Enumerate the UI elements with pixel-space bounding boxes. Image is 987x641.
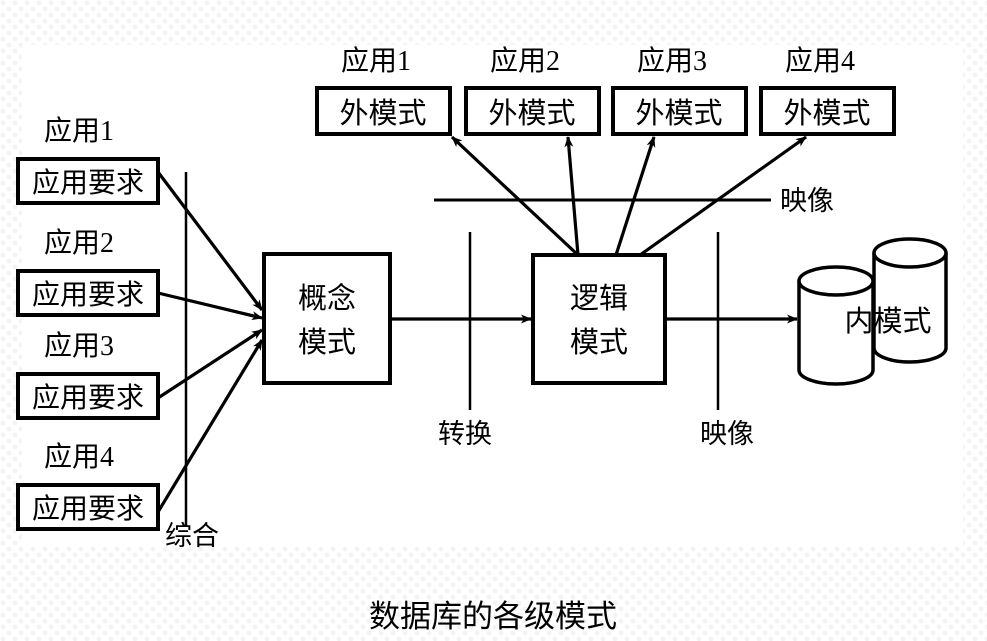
- internal-schema-cylinder-front-top: [797, 265, 875, 297]
- figure-caption: 数据库的各级模式: [369, 599, 617, 634]
- requirement-box-label-2: 应用要求: [32, 279, 144, 311]
- external-schema-label-1: 外模式: [339, 97, 426, 130]
- top-mapping-label: 映像: [780, 186, 834, 216]
- external-schema-label-2: 外模式: [488, 97, 575, 130]
- conversion-label: 转换: [438, 419, 492, 449]
- requirement-box-label-1: 应用要求: [32, 167, 144, 199]
- left-application-group-2: 应用2 应用要求: [16, 227, 160, 317]
- external-schema-group-3: 应用3 外模式: [611, 45, 748, 136]
- bottom-mapping-label: 映像: [700, 419, 754, 449]
- requirement-box-4[interactable]: [16, 483, 160, 531]
- logical-schema-label-line1: 逻辑: [570, 282, 628, 315]
- logical-schema-box[interactable]: [531, 253, 667, 385]
- internal-schema-cylinder-back: [872, 253, 948, 364]
- left-app-label-2: 应用2: [44, 227, 114, 259]
- arrow-requirement-1-to-conceptual: [156, 171, 264, 311]
- left-application-group-1: 应用1 应用要求: [16, 115, 160, 205]
- top-app-label-1: 应用1: [341, 45, 411, 77]
- requirement-box-2[interactable]: [16, 269, 160, 317]
- requirement-box-3[interactable]: [16, 372, 160, 420]
- conceptual-schema-label-line1: 概念: [298, 282, 356, 315]
- external-schema-label-3: 外模式: [635, 97, 722, 130]
- external-schema-box-4[interactable]: [759, 86, 896, 136]
- arrow-requirement-4-to-conceptual: [156, 339, 264, 513]
- external-schema-box-1[interactable]: [315, 86, 452, 136]
- arrow-requirement-3-to-conceptual: [157, 328, 263, 400]
- left-application-group-4: 应用4 应用要求: [16, 441, 160, 531]
- requirement-box-1[interactable]: [16, 157, 160, 205]
- internal-schema-cylinder-back-top: [872, 237, 948, 269]
- arrow-logical-to-external-2: [564, 136, 580, 256]
- top-app-label-3: 应用3: [637, 45, 707, 77]
- synthesis-label: 综合: [165, 521, 219, 551]
- conceptual-schema-box[interactable]: [262, 252, 392, 385]
- internal-schema-cylinder-front: [797, 281, 875, 386]
- logical-schema-label-line2: 模式: [570, 326, 628, 359]
- conceptual-schema-label-line2: 模式: [298, 326, 356, 359]
- external-schema-box-3[interactable]: [611, 86, 748, 136]
- left-app-label-1: 应用1: [44, 115, 114, 147]
- top-app-label-4: 应用4: [785, 45, 855, 77]
- external-schema-group-4: 应用4 外模式: [759, 45, 896, 136]
- requirement-box-label-4: 应用要求: [32, 493, 144, 525]
- arrow-logical-to-external-3: [614, 136, 656, 256]
- arrow-logical-to-external-1: [450, 135, 580, 257]
- top-app-label-2: 应用2: [490, 45, 560, 77]
- arrow-logical-to-external-4: [639, 135, 807, 257]
- external-schema-label-4: 外模式: [783, 97, 870, 130]
- external-schema-box-2[interactable]: [464, 86, 601, 136]
- internal-schema-cylinders[interactable]: 内模式: [797, 237, 948, 386]
- external-schema-group-1: 应用1 外模式: [315, 45, 452, 136]
- left-application-group-3: 应用3 应用要求: [16, 330, 160, 420]
- left-app-label-3: 应用3: [44, 330, 114, 362]
- left-app-label-4: 应用4: [44, 441, 114, 473]
- internal-schema-label: 内模式: [844, 305, 931, 338]
- requirement-box-label-3: 应用要求: [32, 382, 144, 414]
- external-schema-group-2: 应用2 外模式: [464, 45, 601, 136]
- arrow-requirement-2-to-conceptual: [157, 291, 263, 321]
